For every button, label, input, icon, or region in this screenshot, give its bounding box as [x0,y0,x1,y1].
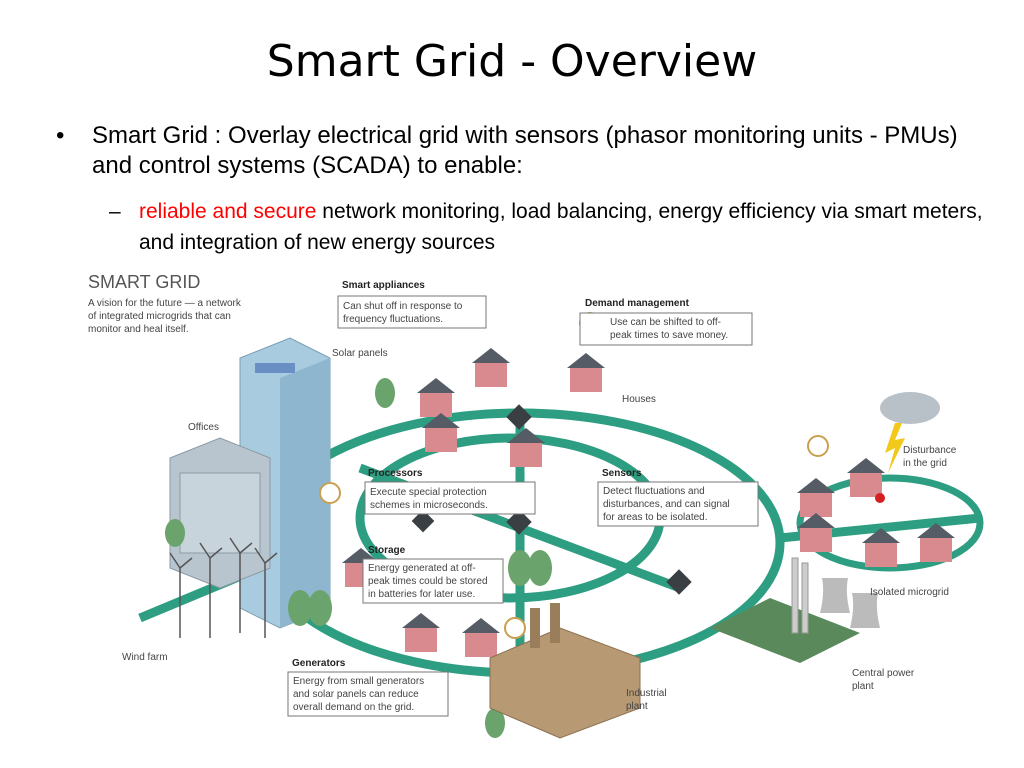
label-industrial-plant: Industrial [626,688,667,699]
industrial-plant [489,603,641,739]
label-solar-panels: Solar panels [332,348,388,359]
callout-smart-appliances: Smart appliances Can shut off in respons… [337,280,487,329]
slide-title: Smart Grid - Overview [266,36,758,87]
label-central-power-plant: plant [852,681,874,692]
wind-farm [169,537,278,638]
callout-line: peak times to save money. [610,330,728,341]
callout-demand-management: Demand management Use can be shifted to … [579,298,753,346]
label-offices: Offices [188,422,219,433]
callout-line: for areas to be isolated. [603,512,708,523]
callout-line: Can shut off in response to [343,301,463,312]
callout-title: Processors [368,468,423,479]
place-labels: Solar panels Offices Houses Disturbance … [122,348,957,712]
callout-line: Energy from small generators [293,676,424,687]
callout-line: Execute special protection [370,487,487,498]
callout-title: Sensors [602,468,642,479]
label-houses: Houses [622,394,656,405]
callout-line: overall demand on the grid. [293,702,414,713]
sub-bullet-text: reliable and secure network monitoring, … [139,196,989,258]
label-central-power-plant: Central power [852,668,915,679]
callout-line: in batteries for later use. [368,589,475,600]
sub-bullet-marker: – [109,200,121,223]
office-block [169,437,271,589]
callout-title: Generators [292,658,346,669]
heading-block: SMART GRID A vision for the future — a n… [88,272,242,335]
callout-line: and solar panels can reduce [293,689,419,700]
label-disturbance: in the grid [903,458,947,469]
callout-processors: Processors Execute special protection sc… [364,468,536,515]
storm-cloud [875,392,940,503]
central-power-plant [710,557,880,663]
callout-line: disturbances, and can signal [603,499,730,510]
callout-title: Demand management [585,298,690,309]
callout-sensors: Sensors Detect fluctuations and disturba… [597,468,759,527]
callout-line: Use can be shifted to off- [610,317,721,328]
label-industrial-plant: plant [626,701,648,712]
callout-storage: Storage Energy generated at off- peak ti… [362,545,504,604]
callout-line: Energy generated at off- [368,563,476,574]
diagram-intro-line: A vision for the future — a network [88,298,242,309]
bullet-text: Smart Grid : Overlay electrical grid wit… [92,122,958,179]
highlighted-phrase: reliable and secure [139,200,317,223]
callout-line: Detect fluctuations and [603,486,705,497]
isolated-microgrid-loop [796,474,984,572]
callout-title: Smart appliances [342,280,425,291]
microgrid-loop [796,474,984,572]
diagram-intro-line: of integrated microgrids that can [88,311,231,322]
sub-bullet-rest: network monitoring, load balancing, ener… [139,200,983,254]
diagram-intro-line: monitor and heal itself. [88,324,189,335]
callout-title: Storage [368,545,406,556]
smart-grid-diagram: SMART GRID A vision for the future — a n… [88,272,984,739]
diagram-heading: SMART GRID [88,272,200,292]
storage-tanks [165,378,552,738]
houses [342,348,955,657]
callout-line: frequency fluctuations. [343,314,443,325]
label-disturbance: Disturbance [903,445,957,456]
callout-line: peak times could be stored [368,576,488,587]
callout-generators: Generators Energy from small generators … [287,658,449,717]
bullet-marker: • [56,122,65,149]
label-isolated-microgrid: Isolated microgrid [870,587,949,598]
label-wind-farm: Wind farm [122,652,168,663]
callout-line: schemes in microseconds. [370,500,488,511]
